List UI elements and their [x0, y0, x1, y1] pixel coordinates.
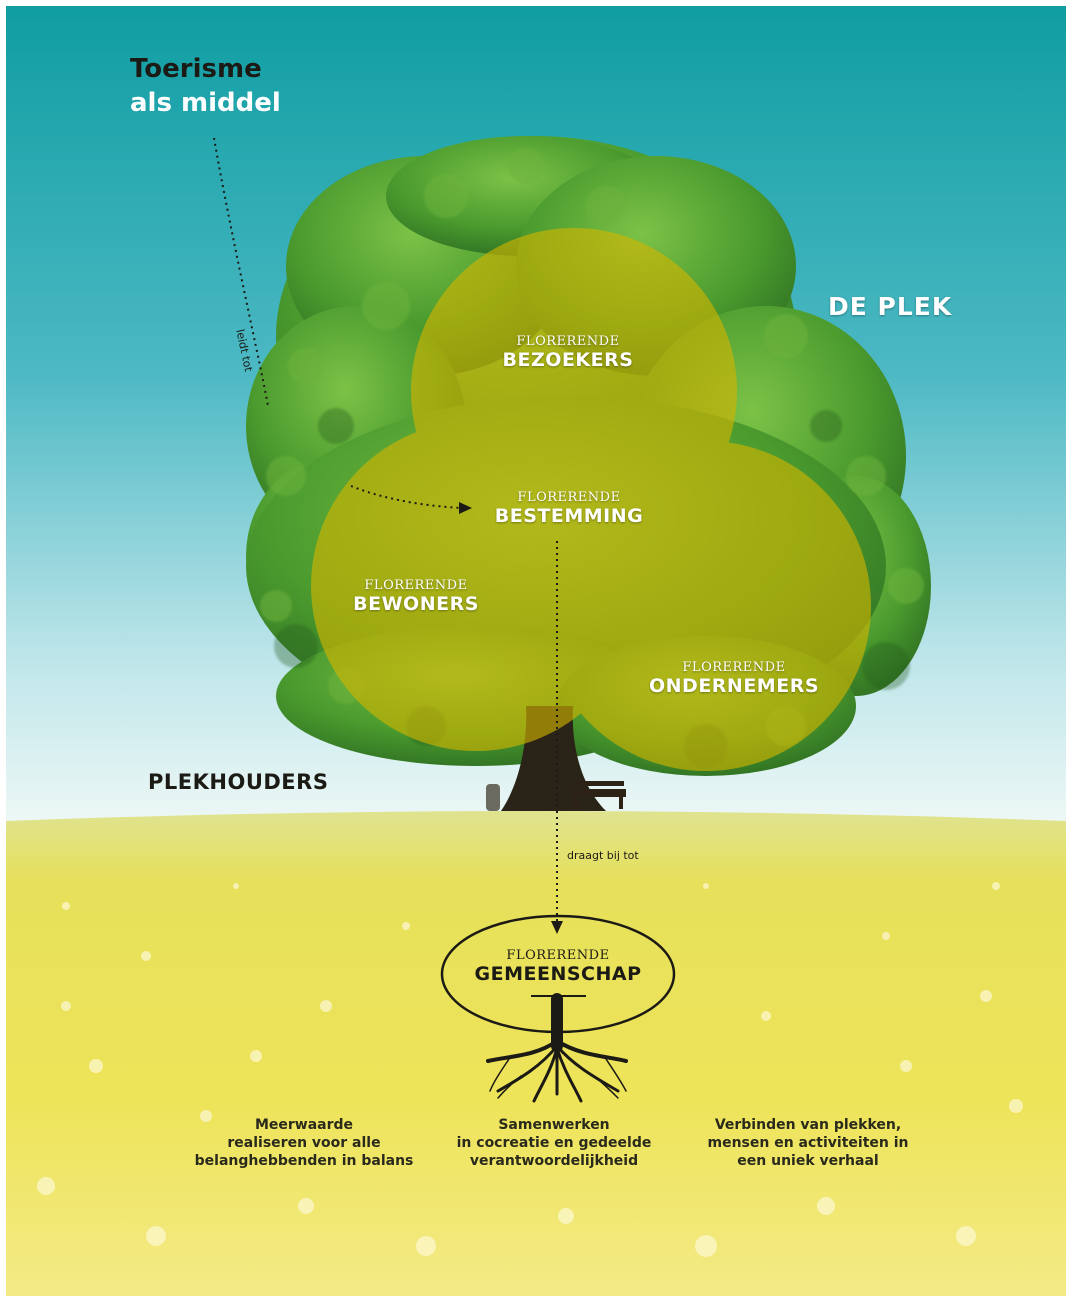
stakeholder-circles	[311, 228, 871, 771]
principle-meerwaarde: Meerwaarde realiseren voor alle belanghe…	[194, 1117, 414, 1169]
leidt-tot-arrowhead	[459, 502, 472, 514]
title-line-2: als middel	[130, 88, 281, 118]
principle-samenwerken: Samenwerken in cocreatie en gedeelde ver…	[456, 1117, 652, 1169]
label-ondernemers: FLORERENDE ONDERNEMERS	[649, 660, 819, 697]
draagt-bij-tot-arrowhead	[551, 921, 563, 934]
place-label: DE PLEK	[828, 292, 953, 321]
name-bezoekers: BEZOEKERS	[502, 349, 634, 371]
prefix-ondernemers: FLORERENDE	[682, 660, 786, 675]
title-line-1: Toerisme	[130, 54, 262, 84]
prefix-bezoekers: FLORERENDE	[516, 334, 620, 349]
name-ondernemers: ONDERNEMERS	[648, 675, 820, 697]
bench	[571, 789, 626, 797]
stone	[486, 784, 500, 811]
label-bestemming: FLORERENDE BESTEMMING	[495, 490, 643, 527]
diagram-artwork	[6, 6, 1066, 1296]
roots-icon	[486, 993, 628, 1103]
principle-verbinden: Verbinden van plekken, mensen en activit…	[707, 1117, 909, 1169]
title: Toerisme als middel	[130, 52, 281, 120]
label-bewoners: FLORERENDE BEWONERS	[353, 578, 479, 615]
prefix-gemeenschap: FLORERENDE	[506, 948, 610, 963]
name-bewoners: BEWONERS	[353, 593, 479, 615]
name-bestemming: BESTEMMING	[494, 505, 644, 527]
meadow-flowers	[37, 882, 1023, 1257]
circle-ondernemers	[541, 441, 871, 771]
name-gemeenschap: GEMEENSCHAP	[474, 963, 642, 985]
stakeholders-label: PLEKHOUDERS	[148, 770, 329, 794]
leidt-tot-arrow	[213, 137, 462, 509]
prefix-bestemming: FLORERENDE	[517, 490, 621, 505]
draagt-bij-tot-label: draagt bij tot	[567, 849, 639, 862]
diagram-scene: Toerisme als middel leidt tot DE PLEK PL…	[6, 6, 1066, 1296]
label-bezoekers: FLORERENDE BEZOEKERS	[503, 334, 634, 371]
label-gemeenschap: FLORERENDE GEMEENSCHAP	[475, 948, 642, 985]
meadow	[6, 811, 1066, 1296]
prefix-bewoners: FLORERENDE	[364, 578, 468, 593]
